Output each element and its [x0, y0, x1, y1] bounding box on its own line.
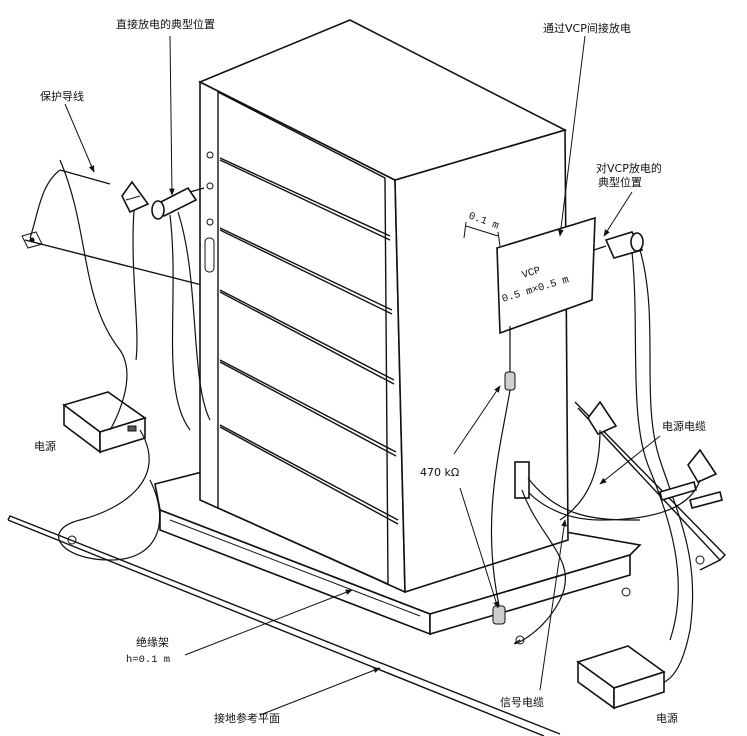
label-power-cable: 电源电缆: [662, 419, 706, 433]
vcp-name-label: VCP: [521, 265, 543, 282]
power-supply-left: [58, 159, 161, 561]
label-vcp-discharge-2: 典型位置: [598, 175, 642, 189]
label-vcp-discharge-1: 对VCP放电的: [596, 161, 662, 175]
signal-connector: [513, 461, 641, 645]
label-insulating-support-2: h=0.1 m: [126, 654, 170, 666]
esd-gun-vcp: [593, 231, 694, 688]
resistor-bottom: [492, 605, 506, 625]
leader-lines: [64, 35, 661, 716]
esd-gun-direct: [151, 186, 211, 431]
labels: 直接放电的典型位置 通过VCP间接放电 保护导线 对VCP放电的 典型位置 电源…: [34, 17, 706, 725]
label-power-supply-left: 电源: [34, 439, 56, 453]
left-bracket: [121, 180, 150, 361]
label-vcp-indirect: 通过VCP间接放电: [543, 21, 631, 35]
label-power-supply-right: 电源: [656, 711, 678, 725]
label-direct-discharge: 直接放电的典型位置: [116, 17, 215, 31]
label-ground-reference-plane: 接地参考平面: [214, 711, 280, 725]
label-resistor: 470 kΩ: [420, 466, 459, 479]
ground-clamps: [515, 555, 705, 645]
ground-reference-plane: [7, 401, 726, 736]
label-signal-cable: 信号电缆: [500, 696, 544, 709]
vcp-plate: VCP 0.5 m×0.5 m 0.1 m: [463, 210, 596, 625]
resistor-top: [504, 371, 516, 391]
label-insulating-support-1: 绝缘架: [136, 635, 169, 649]
right-brackets: [519, 400, 723, 521]
power-supply-right: [576, 645, 666, 710]
label-protective-conductor: 保护导线: [40, 89, 84, 103]
